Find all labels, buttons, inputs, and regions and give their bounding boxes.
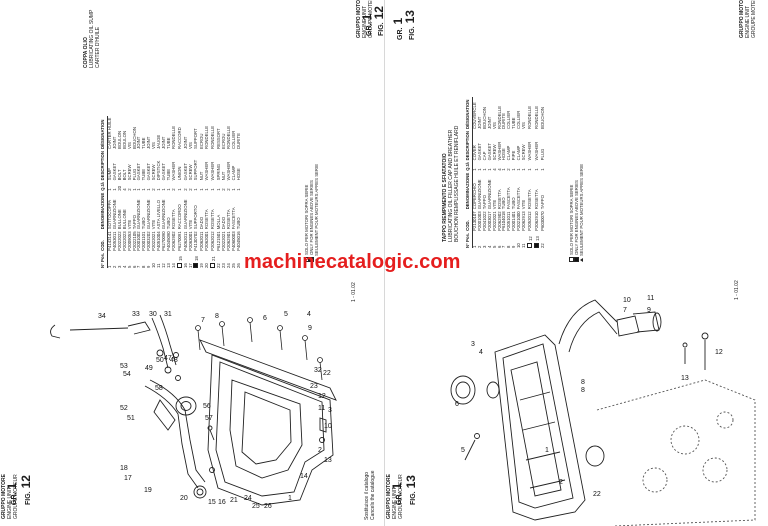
svg-text:13: 13 — [324, 457, 332, 464]
svg-text:4: 4 — [307, 311, 311, 318]
svg-text:8: 8 — [581, 387, 585, 394]
svg-text:25: 25 — [252, 503, 260, 510]
svg-text:21: 21 — [230, 497, 238, 504]
svg-text:20: 20 — [180, 495, 188, 502]
svg-text:7: 7 — [201, 317, 205, 324]
svg-text:7: 7 — [623, 307, 627, 314]
watermark-text: machinecatalogic.com — [244, 251, 461, 273]
svg-text:53: 53 — [120, 363, 128, 370]
right-catalog-page: GRUPPO MOTORE ENGINE UNIT GROUPE MOTEUR … — [384, 0, 768, 526]
svg-text:51: 51 — [127, 415, 135, 422]
svg-text:12: 12 — [715, 349, 723, 356]
svg-text:13: 13 — [681, 375, 689, 382]
svg-text:9: 9 — [647, 307, 651, 314]
svg-text:52: 52 — [120, 405, 128, 412]
svg-text:16: 16 — [218, 499, 226, 506]
svg-text:14: 14 — [300, 473, 308, 480]
svg-text:23: 23 — [310, 383, 318, 390]
svg-text:32: 32 — [314, 367, 322, 374]
svg-text:5: 5 — [461, 447, 465, 454]
svg-text:48: 48 — [170, 357, 178, 364]
svg-text:8: 8 — [215, 313, 219, 320]
svg-text:6: 6 — [455, 401, 459, 408]
svg-text:1: 1 — [288, 495, 292, 502]
svg-text:31: 31 — [164, 311, 172, 318]
left-catalog-page: GRUPPO MOTORE ENGINE UNIT GROUPE MOTEUR … — [1, 0, 384, 520]
svg-text:50: 50 — [156, 357, 164, 364]
svg-text:2: 2 — [559, 479, 563, 486]
svg-text:10: 10 — [623, 297, 631, 304]
svg-text:1: 1 — [545, 447, 549, 454]
svg-text:11: 11 — [318, 405, 325, 412]
svg-text:5: 5 — [284, 311, 288, 318]
svg-text:57: 57 — [205, 415, 213, 422]
svg-text:54: 54 — [123, 371, 131, 378]
svg-text:3: 3 — [471, 341, 475, 348]
svg-text:56: 56 — [203, 403, 211, 410]
svg-text:3: 3 — [328, 407, 332, 414]
svg-text:47: 47 — [164, 355, 172, 362]
svg-text:17: 17 — [124, 475, 132, 482]
svg-text:12: 12 — [318, 393, 326, 400]
svg-text:15: 15 — [208, 499, 216, 506]
svg-text:18: 18 — [120, 465, 128, 472]
svg-text:19: 19 — [144, 487, 152, 494]
svg-text:33: 33 — [132, 311, 140, 318]
svg-text:4: 4 — [479, 349, 483, 356]
svg-text:9: 9 — [308, 325, 312, 332]
svg-text:24: 24 — [244, 495, 252, 502]
svg-text:34: 34 — [98, 313, 106, 320]
svg-text:8: 8 — [581, 379, 585, 386]
svg-text:26: 26 — [264, 503, 272, 510]
svg-text:2: 2 — [318, 447, 322, 454]
svg-text:49: 49 — [145, 365, 153, 372]
svg-text:22: 22 — [593, 491, 601, 498]
svg-text:22: 22 — [323, 370, 331, 377]
svg-text:58: 58 — [155, 385, 163, 392]
svg-text:11: 11 — [647, 295, 654, 302]
svg-text:6: 6 — [263, 315, 267, 322]
svg-text:30: 30 — [149, 311, 157, 318]
svg-text:10: 10 — [324, 423, 332, 430]
